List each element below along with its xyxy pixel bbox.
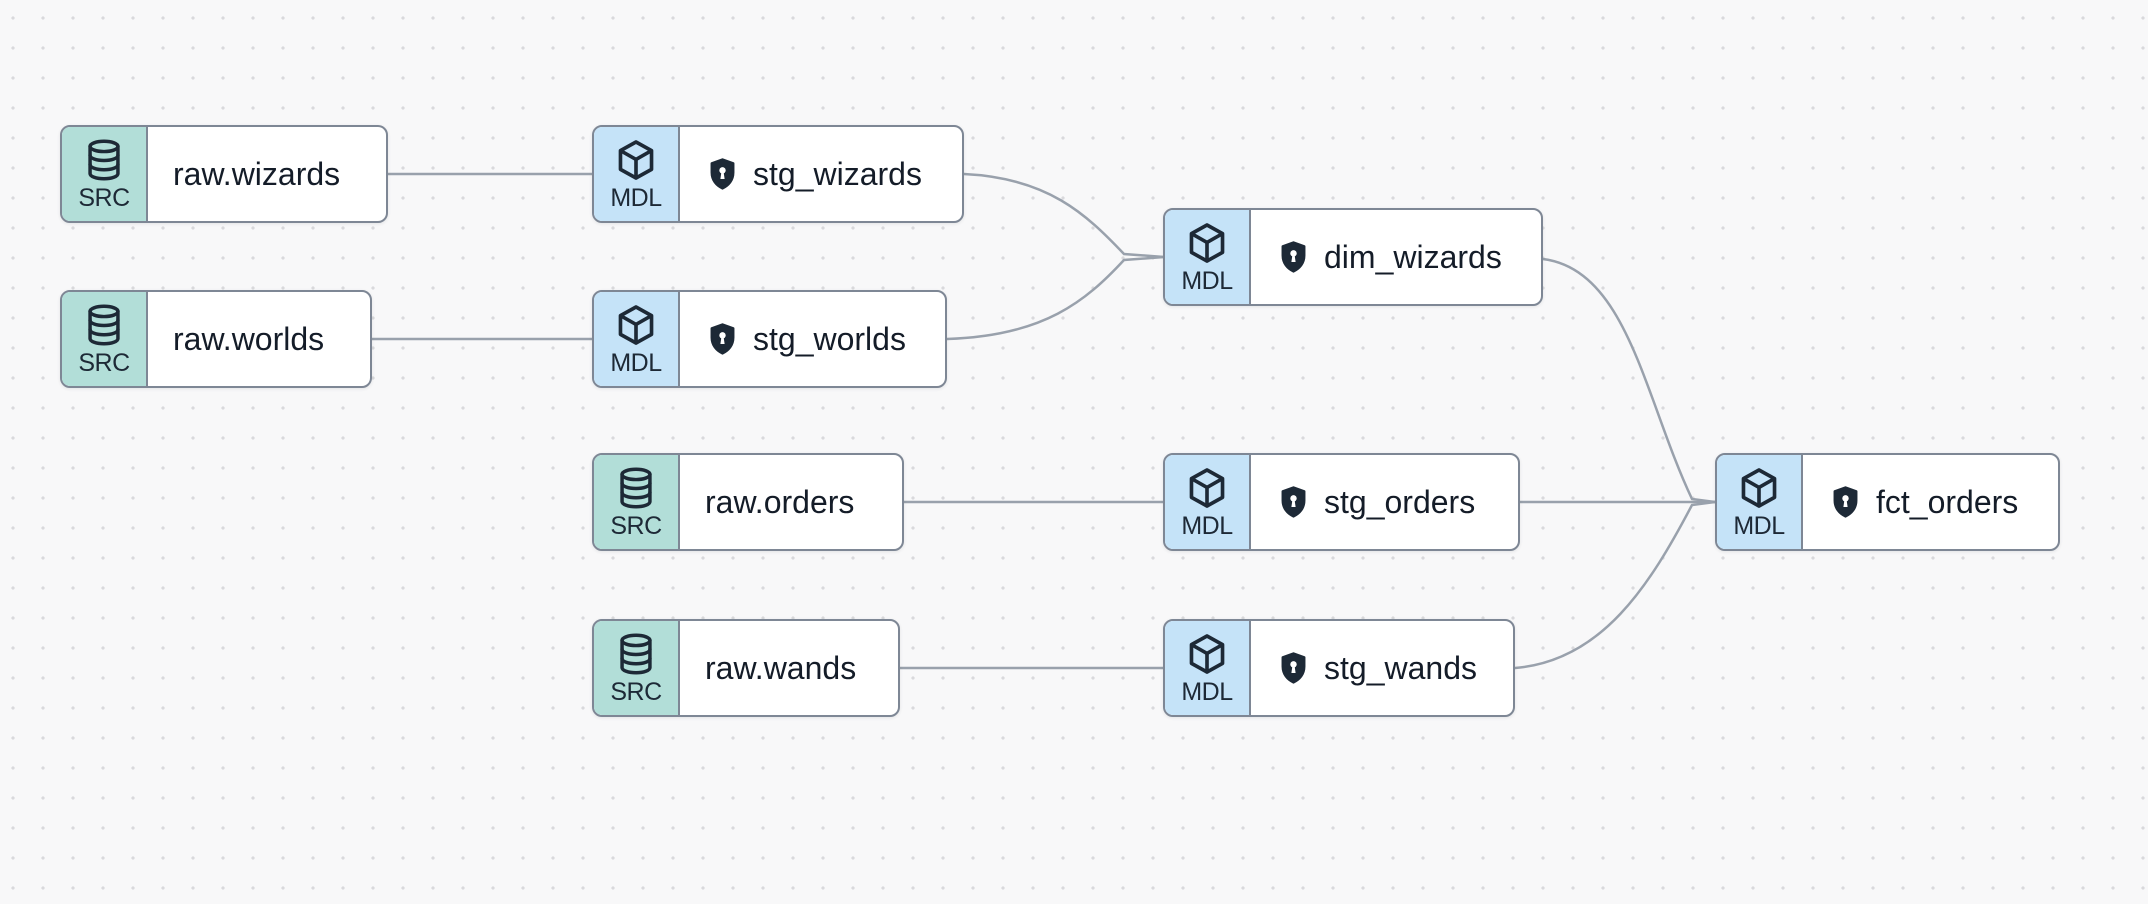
- node-type-label: MDL: [1733, 512, 1785, 540]
- node-type-tab: SRC: [594, 455, 680, 549]
- node-type-tab: SRC: [594, 621, 680, 715]
- lineage-node-stg_worlds[interactable]: MDL stg_worlds: [592, 290, 947, 388]
- node-label: raw.orders: [705, 483, 855, 520]
- shield-icon: [1828, 483, 1863, 521]
- node-label: stg_orders: [1324, 483, 1476, 520]
- edge-stg_wands-to-fct_orders: [1513, 500, 1717, 670]
- node-type-label: MDL: [1181, 678, 1233, 706]
- node-type-tab: MDL: [1165, 455, 1251, 549]
- edge-dim_wizards-to-fct_orders: [1541, 257, 1717, 504]
- lineage-node-raw_worlds[interactable]: SRC raw.worlds: [60, 290, 372, 388]
- node-body: stg_wands: [1251, 621, 1513, 715]
- database-icon: [620, 467, 652, 509]
- node-body: raw.wands: [680, 621, 898, 715]
- node-body: dim_wizards: [1251, 210, 1541, 304]
- lineage-node-stg_wizards[interactable]: MDL stg_wizards: [592, 125, 964, 223]
- shield-glyph: [1833, 486, 1858, 518]
- node-label: raw.wizards: [173, 155, 341, 192]
- node-label: stg_wands: [1324, 649, 1477, 686]
- node-type-label: MDL: [610, 184, 662, 212]
- edge-stg_worlds-to-dim_wizards: [945, 255, 1166, 341]
- shield-icon: [1276, 238, 1311, 276]
- cube-icon: [618, 305, 654, 345]
- node-type-label: SRC: [78, 184, 130, 212]
- node-type-tab: MDL: [594, 127, 680, 221]
- node-body: raw.orders: [680, 455, 902, 549]
- lineage-node-raw_orders[interactable]: SRC raw.orders: [592, 453, 904, 551]
- database-icon: [88, 304, 120, 346]
- database-icon: [88, 139, 120, 181]
- lineage-node-fct_orders[interactable]: MDL fct_orders: [1715, 453, 2060, 551]
- node-type-label: MDL: [1181, 512, 1233, 540]
- node-type-tab: MDL: [594, 292, 680, 386]
- shield-icon: [705, 320, 740, 358]
- node-type-tab: SRC: [62, 292, 148, 386]
- node-label: raw.worlds: [173, 320, 325, 357]
- shield-glyph: [1281, 241, 1306, 273]
- cube-icon: [1741, 468, 1777, 508]
- node-label: stg_wizards: [753, 155, 922, 192]
- node-type-label: MDL: [1181, 267, 1233, 295]
- node-type-tab: MDL: [1165, 621, 1251, 715]
- node-label: dim_wizards: [1324, 238, 1502, 275]
- shield-glyph: [710, 158, 735, 190]
- node-type-tab: SRC: [62, 127, 148, 221]
- shield-icon: [705, 155, 740, 193]
- shield-glyph: [1281, 486, 1306, 518]
- node-type-tab: MDL: [1717, 455, 1803, 549]
- node-label: fct_orders: [1876, 483, 2019, 520]
- node-label: raw.wands: [705, 649, 857, 686]
- node-type-label: SRC: [78, 349, 130, 377]
- node-label: stg_worlds: [753, 320, 906, 357]
- cube-icon: [618, 140, 654, 180]
- shield-icon: [1276, 649, 1311, 687]
- edge-stg_wizards-to-dim_wizards: [962, 172, 1166, 259]
- lineage-node-stg_orders[interactable]: MDL stg_orders: [1163, 453, 1520, 551]
- lineage-node-dim_wizards[interactable]: MDL dim_wizards: [1163, 208, 1543, 306]
- cube-icon: [1189, 634, 1225, 674]
- lineage-node-raw_wands[interactable]: SRC raw.wands: [592, 619, 900, 717]
- shield-icon: [1276, 483, 1311, 521]
- node-type-label: SRC: [610, 512, 662, 540]
- node-body: stg_wizards: [680, 127, 962, 221]
- node-type-label: MDL: [610, 349, 662, 377]
- lineage-node-stg_wands[interactable]: MDL stg_wands: [1163, 619, 1515, 717]
- lineage-node-raw_wizards[interactable]: SRC raw.wizards: [60, 125, 388, 223]
- node-body: stg_worlds: [680, 292, 945, 386]
- node-body: fct_orders: [1803, 455, 2058, 549]
- cube-icon: [1189, 468, 1225, 508]
- shield-glyph: [710, 323, 735, 355]
- node-type-tab: MDL: [1165, 210, 1251, 304]
- node-body: raw.wizards: [148, 127, 386, 221]
- node-body: raw.worlds: [148, 292, 370, 386]
- node-body: stg_orders: [1251, 455, 1518, 549]
- shield-glyph: [1281, 652, 1306, 684]
- node-type-label: SRC: [610, 678, 662, 706]
- cube-icon: [1189, 223, 1225, 263]
- database-icon: [620, 633, 652, 675]
